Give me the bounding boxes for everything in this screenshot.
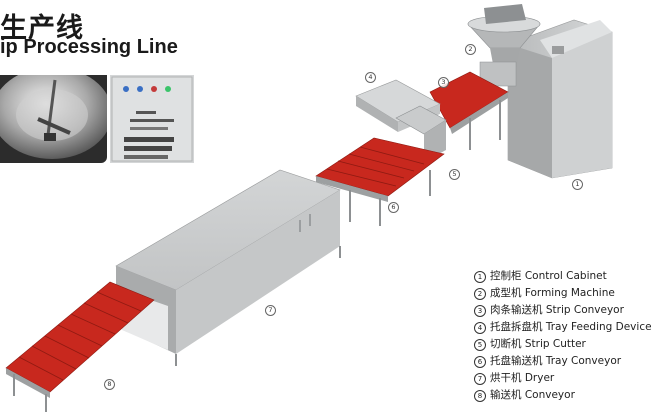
forming-machine <box>467 4 541 87</box>
legend-label-cn: 托盘拆盘机 <box>490 321 543 333</box>
legend-label-en: Strip Cutter <box>524 338 586 350</box>
strip-conveyor <box>429 71 509 150</box>
callout-2: 2 <box>465 44 476 55</box>
legend-number: 3 <box>474 305 486 317</box>
legend-label-en: Control Cabinet <box>524 270 607 282</box>
legend-item-tray-conveyor: 6 托盘输送机 Tray Conveyor <box>474 353 659 370</box>
legend-item-conveyor: 8 输送机 Conveyor <box>474 387 659 404</box>
legend-label-en: Conveyor <box>524 389 575 401</box>
legend-label-en: Tray Feeding Device <box>545 321 652 333</box>
callout-1: 1 <box>572 179 583 190</box>
legend-label-en: Tray Conveyor <box>545 355 622 367</box>
legend-number: 4 <box>474 322 486 334</box>
legend-number: 6 <box>474 356 486 368</box>
legend-label-cn: 切断机 <box>490 338 522 350</box>
legend-label-cn: 托盘输送机 <box>490 355 543 367</box>
callout-3: 3 <box>438 77 449 88</box>
legend-item-strip-conveyor: 3 肉条输送机 Strip Conveyor <box>474 302 659 319</box>
dryer <box>115 169 341 366</box>
control-panel-photo-icon <box>110 75 194 163</box>
callout-7: 7 <box>265 305 276 316</box>
callout-8: 8 <box>104 379 115 390</box>
legend: 1 控制柜 Control Cabinet 2 成型机 Forming Machin… <box>474 268 659 404</box>
legend-label-cn: 控制柜 <box>490 270 522 282</box>
callout-5: 5 <box>449 169 460 180</box>
conveyor <box>5 281 155 412</box>
tray-conveyor <box>315 137 445 226</box>
legend-label-cn: 肉条输送机 <box>490 304 543 316</box>
legend-number: 7 <box>474 373 486 385</box>
legend-label-cn: 烘干机 <box>490 372 522 384</box>
control-cabinet <box>507 19 613 179</box>
legend-number: 8 <box>474 390 486 402</box>
legend-label-en: Forming Machine <box>524 287 615 299</box>
legend-number: 1 <box>474 271 486 283</box>
mixing-kettle-photo-icon <box>0 75 107 163</box>
legend-label-en: Strip Conveyor <box>545 304 624 316</box>
legend-item-control-cabinet: 1 控制柜 Control Cabinet <box>474 268 659 285</box>
title-english: ip Processing Line <box>0 36 178 58</box>
legend-label-cn: 输送机 <box>490 389 522 401</box>
legend-item-strip-cutter: 5 切断机 Strip Cutter <box>474 336 659 353</box>
legend-number: 2 <box>474 288 486 300</box>
legend-number: 5 <box>474 339 486 351</box>
legend-label-cn: 成型机 <box>490 287 522 299</box>
title-chinese: 生产线 <box>0 13 84 44</box>
legend-item-tray-feeding-device: 4 托盘拆盘机 Tray Feeding Device <box>474 319 659 336</box>
callout-4: 4 <box>365 72 376 83</box>
legend-item-forming-machine: 2 成型机 Forming Machine <box>474 285 659 302</box>
legend-label-en: Dryer <box>524 372 555 384</box>
legend-item-dryer: 7 烘干机 Dryer <box>474 370 659 387</box>
callout-6: 6 <box>388 202 399 213</box>
